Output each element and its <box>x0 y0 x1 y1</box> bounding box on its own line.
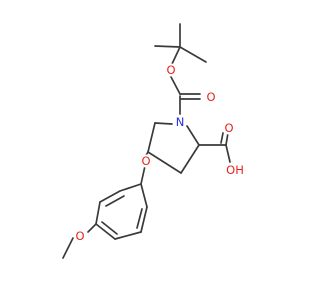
n-ring-label: N <box>176 115 185 129</box>
bond-ar-inner-2 <box>101 221 118 235</box>
oh-acid-label: OH <box>226 163 244 177</box>
bond-ar-6 <box>140 206 148 233</box>
bond-acid-double-2 <box>220 132 224 144</box>
bond-tbu-methyl-2 <box>154 45 181 48</box>
atom-labels: O O N O OH O O <box>73 63 244 243</box>
bond-ar-4 <box>95 223 116 240</box>
bond-acid-double-1 <box>225 132 229 146</box>
atom-o-ester: O <box>164 63 178 77</box>
bond-ar-inner-3 <box>136 208 143 229</box>
molecule-diagram: O O N O OH O O <box>62 23 244 259</box>
o-carbonyl-acid-label: O <box>224 121 233 135</box>
bond-ar-3 <box>95 201 101 225</box>
bond-o-methyl <box>62 237 74 259</box>
bond-c5-n <box>154 122 173 125</box>
bond-c4-c5 <box>147 122 156 153</box>
bond-c3-c4 <box>147 151 182 174</box>
bonds <box>62 23 231 259</box>
bond-tbu-c-o <box>171 46 181 65</box>
bond-ar-inner-1 <box>105 195 125 207</box>
bond-ar-1 <box>119 183 142 192</box>
o-methoxy-label: O <box>75 229 84 243</box>
atom-o-carbonyl-acid: O <box>222 121 236 135</box>
atom-o-carbonyl-boc: O <box>204 90 218 104</box>
bond-acid-oh <box>225 144 231 163</box>
bond-ar-2 <box>99 190 121 203</box>
atom-o-methoxy: O <box>73 229 87 243</box>
atom-o-ether: O <box>139 154 153 168</box>
bond-ar-o-methoxy <box>87 223 97 233</box>
bond-o-carbonyl <box>169 74 181 95</box>
bond-ar-7 <box>140 183 148 208</box>
bond-n-c2 <box>186 125 200 146</box>
o-ether-label: O <box>141 154 150 168</box>
bond-tbu-methyl-3 <box>179 46 207 63</box>
o-ester-label: O <box>166 63 175 77</box>
o-carbonyl-boc-label: O <box>206 90 215 104</box>
bond-ar-5 <box>114 231 142 240</box>
atom-n-ring: N <box>173 115 187 129</box>
bond-c2-c3 <box>180 144 200 174</box>
atom-oh-acid: OH <box>224 163 244 178</box>
bond-o-aryl <box>140 165 146 185</box>
